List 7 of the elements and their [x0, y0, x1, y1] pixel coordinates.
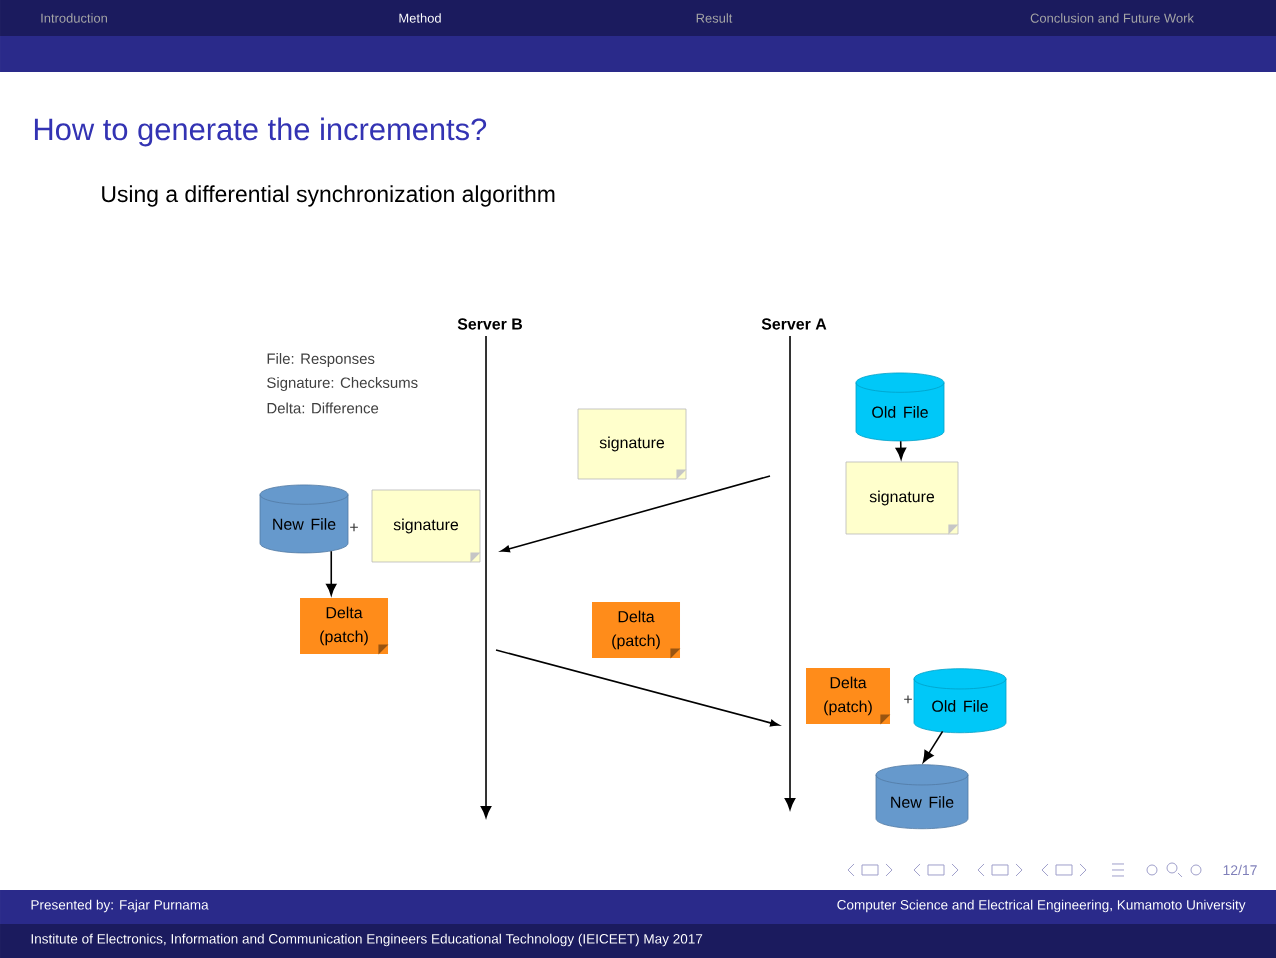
- body-text: Using a differential synchronization algorithm: [102, 185, 555, 207]
- arrow: [325, 550, 337, 596]
- arrow: [895, 440, 907, 460]
- lifeline-arrow: [480, 335, 492, 818]
- slide-title: How to generate the increments?: [34, 117, 487, 147]
- arrow: [922, 730, 944, 763]
- lifeline-arrow: [784, 335, 796, 810]
